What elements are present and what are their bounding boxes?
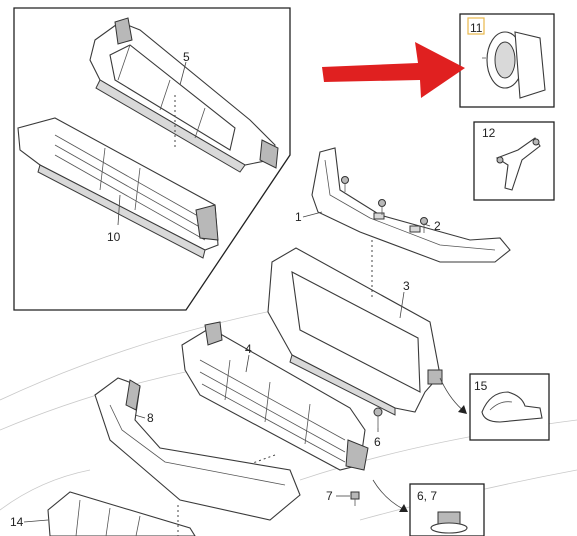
part-1-upper-bar	[311, 147, 511, 263]
callout-8: 8	[147, 411, 154, 425]
callout-11-highlight	[467, 17, 485, 35]
callout-12: 12	[482, 126, 496, 140]
callout-15: 15	[474, 379, 488, 393]
callout-10: 10	[107, 230, 121, 244]
callout-6: 6	[374, 435, 381, 449]
callout-4: 4	[245, 342, 252, 356]
part-3-surround-frame	[267, 240, 443, 416]
part-8-lower-bracket	[94, 377, 301, 521]
inset-detail-frame	[13, 7, 291, 311]
part-4-grille	[181, 321, 369, 486]
callout-11: 11	[470, 21, 483, 35]
part-5-upper-carrier	[89, 17, 279, 173]
part-6-7-detail-box	[409, 483, 485, 536]
callout-5: 5	[183, 50, 190, 64]
callout-7: 7	[326, 489, 333, 503]
part-12-detail-box	[473, 121, 555, 201]
part-14-lower-grille	[47, 491, 196, 536]
callout-2: 2	[434, 219, 441, 233]
part-15-detail-box	[469, 373, 550, 441]
part-11-detail-box	[459, 13, 555, 108]
callout-6-7: 6, 7	[417, 489, 437, 503]
part-6-7-fasteners	[350, 407, 383, 506]
leader-lines	[23, 61, 431, 523]
pointer-arrows	[372, 377, 467, 512]
callout-labels: 5 10 1 2 3 4 8 6 7 14 11 12 15 6, 7	[10, 21, 496, 529]
part-2-screws	[341, 176, 428, 233]
callout-3: 3	[403, 279, 410, 293]
part-10-air-guide	[17, 117, 219, 259]
arrow-shape	[322, 42, 465, 98]
callout-14: 14	[10, 515, 24, 529]
red-pointer-arrow	[322, 42, 465, 98]
callout-1: 1	[295, 210, 302, 224]
